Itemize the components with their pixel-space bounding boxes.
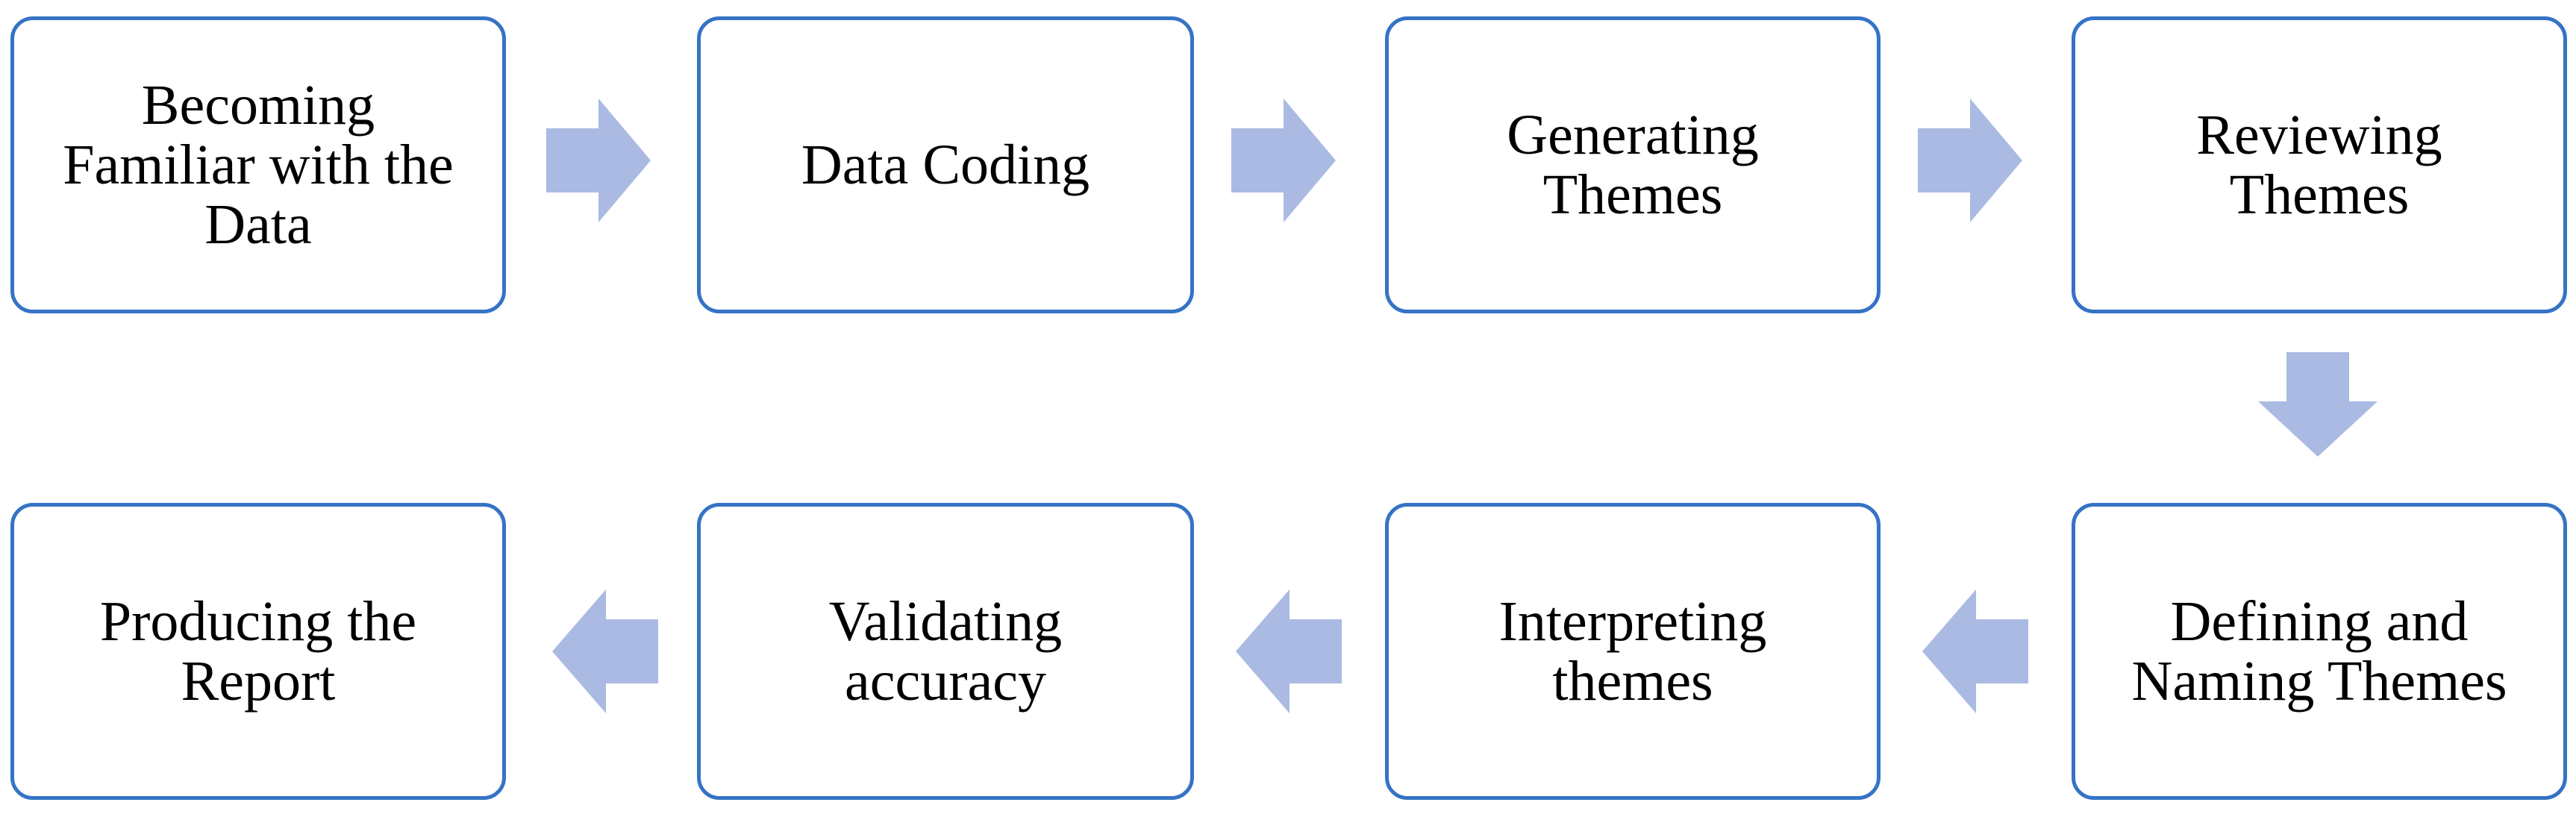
step-producing-report: Producing the Report bbox=[10, 503, 506, 800]
step-generating-themes: Generating Themes bbox=[1385, 16, 1881, 313]
step-reviewing-themes: Reviewing Themes bbox=[2072, 16, 2567, 313]
arrow-right-icon bbox=[1231, 98, 1336, 222]
arrow-down-icon bbox=[2258, 352, 2378, 457]
step-label: Reviewing Themes bbox=[2196, 104, 2442, 226]
step-defining-naming-themes: Defining and Naming Themes bbox=[2072, 503, 2567, 800]
arrow-right-icon bbox=[546, 98, 651, 222]
arrow-right-icon bbox=[1918, 98, 2022, 222]
step-data-coding: Data Coding bbox=[697, 16, 1194, 313]
arrow-left-icon bbox=[552, 589, 658, 713]
step-label: Becoming Familiar with the Data bbox=[63, 74, 454, 256]
step-becoming-familiar: Becoming Familiar with the Data bbox=[10, 16, 506, 313]
arrow-left-icon bbox=[1236, 589, 1342, 713]
step-interpreting-themes: Interpreting themes bbox=[1385, 503, 1881, 800]
step-label: Generating Themes bbox=[1507, 104, 1759, 226]
arrow-left-icon bbox=[1922, 589, 2028, 713]
step-validating-accuracy: Validating accuracy bbox=[697, 503, 1194, 800]
step-label: Producing the Report bbox=[99, 590, 417, 713]
step-label: Validating accuracy bbox=[828, 590, 1063, 713]
step-label: Defining and Naming Themes bbox=[2131, 590, 2507, 713]
step-label: Data Coding bbox=[801, 134, 1090, 196]
step-label: Interpreting themes bbox=[1498, 590, 1767, 713]
